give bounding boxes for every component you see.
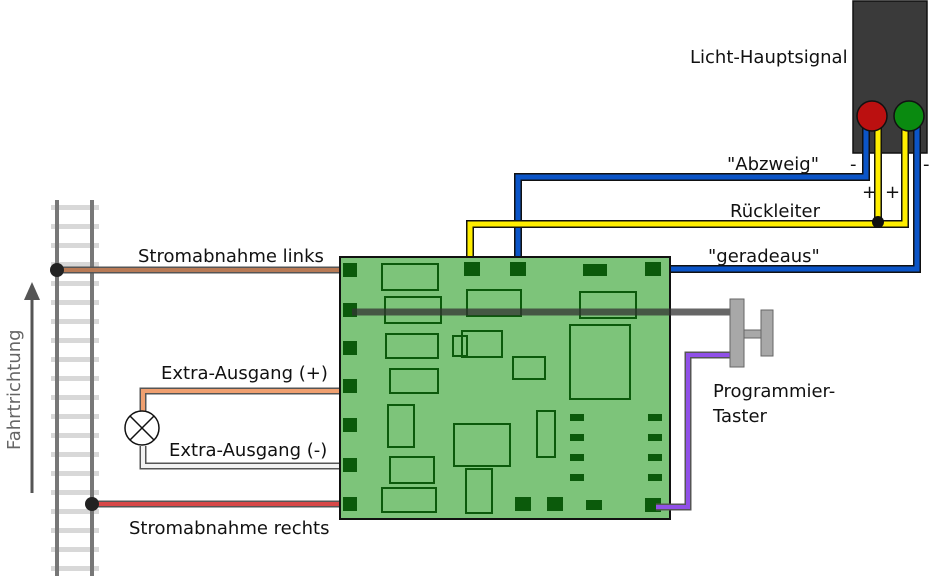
plus-right-label: + [885, 182, 900, 203]
sleeper [51, 471, 99, 476]
component [389, 368, 439, 394]
abzweig-label: "Abzweig" [727, 154, 819, 175]
wire-extra-plus [139, 387, 350, 412]
component [453, 423, 511, 467]
component [461, 330, 503, 358]
sleeper [51, 338, 99, 343]
solder-pad [570, 414, 584, 421]
sleeper [51, 300, 99, 305]
sleeper [51, 243, 99, 248]
led-green [893, 100, 925, 132]
rueckleiter-label: Rückleiter [730, 201, 821, 222]
component [569, 324, 631, 400]
sleeper [51, 490, 99, 495]
plus-left-label: + [862, 182, 877, 203]
solder-pad [464, 262, 480, 276]
sleeper [51, 509, 99, 514]
sleeper [51, 452, 99, 457]
solder-pad [648, 414, 662, 421]
solder-pad [547, 497, 563, 511]
component [466, 289, 522, 317]
junction-dot [872, 216, 884, 228]
lamp-icon [124, 410, 160, 446]
solder-pad [343, 341, 357, 355]
strom-rechts-label: Stromabnahme rechts [129, 518, 330, 539]
minus-left-label: - [850, 154, 857, 175]
solder-pad [510, 262, 526, 276]
component [381, 487, 437, 513]
solder-pad [343, 458, 357, 472]
solder-pad [343, 379, 357, 393]
taster-label-line1: Programmier- [713, 381, 835, 402]
component [387, 404, 415, 448]
component [579, 291, 637, 319]
sleeper [51, 433, 99, 438]
track [51, 200, 99, 576]
component [381, 263, 439, 291]
sleeper [51, 357, 99, 362]
solder-pad [343, 263, 357, 277]
minus-right-label: - [923, 154, 930, 175]
strom-links-label: Stromabnahme links [138, 246, 324, 267]
programming-button[interactable] [729, 298, 774, 368]
solder-pad [648, 474, 662, 481]
sleeper [51, 566, 99, 571]
extra-plus-label: Extra-Ausgang (+) [161, 363, 328, 384]
sleeper [51, 528, 99, 533]
solder-pad [645, 262, 661, 276]
sleeper [51, 262, 99, 267]
solder-pad [648, 454, 662, 461]
sleeper [51, 205, 99, 210]
extra-minus-label: Extra-Ausgang (-) [169, 440, 327, 461]
sleeper [51, 224, 99, 229]
solder-pad [570, 434, 584, 441]
led-red [856, 100, 888, 132]
sleeper [51, 395, 99, 400]
component [389, 456, 435, 484]
solder-pad [570, 474, 584, 481]
taster-label-line2: Taster [712, 406, 768, 427]
solder-pad [515, 497, 531, 511]
sleeper [51, 281, 99, 286]
decoder-board [339, 256, 671, 520]
component [512, 356, 546, 380]
component [385, 333, 439, 359]
sleeper [51, 319, 99, 324]
solder-pad [343, 497, 357, 511]
component [465, 468, 493, 514]
wire-rueckleiter [466, 118, 909, 268]
sleeper [51, 547, 99, 552]
solder-pad [648, 434, 662, 441]
sleeper [51, 414, 99, 419]
direction-arrow-icon [24, 282, 40, 493]
component [536, 410, 556, 458]
sleeper [51, 376, 99, 381]
solder-pad [570, 454, 584, 461]
solder-pad [343, 418, 357, 432]
fahrtrichtung-label: Fahrtrichtung [4, 329, 25, 450]
component [452, 335, 468, 357]
geradeaus-label: "geradeaus" [708, 246, 820, 267]
solder-pad [586, 500, 602, 510]
solder-pad [583, 264, 607, 276]
signal-label: Licht-Hauptsignal [690, 47, 848, 68]
